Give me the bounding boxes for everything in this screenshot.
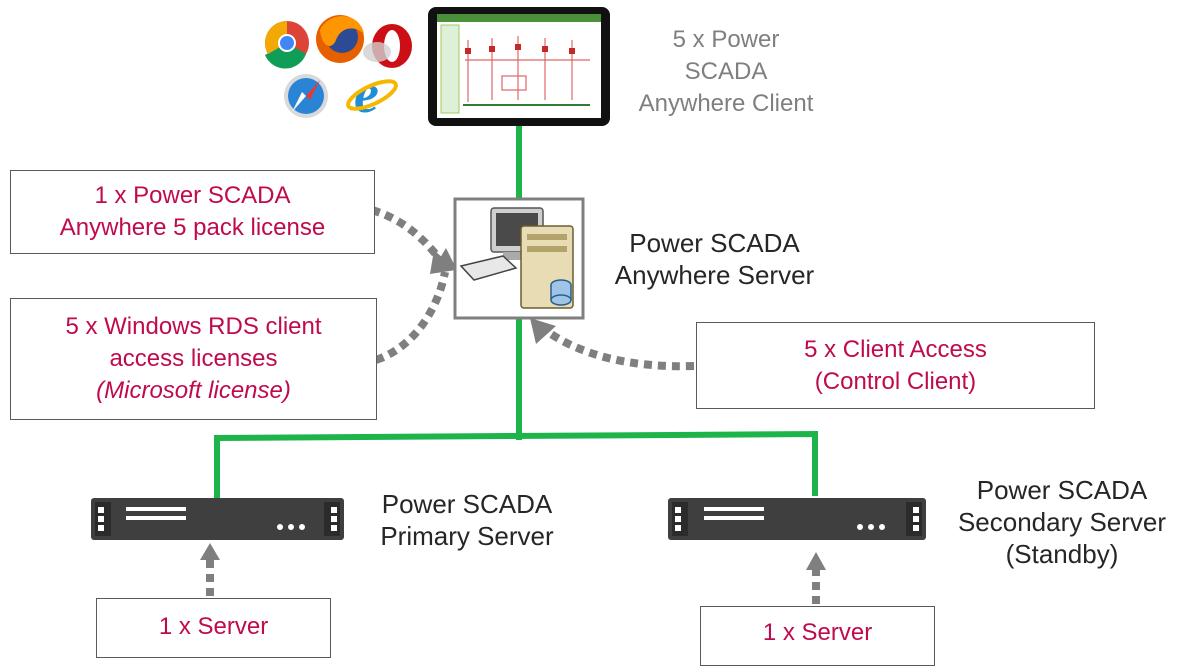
rds-license-line3: (Microsoft license): [96, 377, 291, 404]
chrome-icon: [265, 21, 309, 69]
secondary-server-license-line1: 1 x Server: [762, 619, 873, 646]
dotted-arrows: [206, 206, 820, 604]
rds-license-box: 5 x Windows RDS client access licenses (…: [10, 298, 377, 420]
secondary-server-line3: (Standby): [1005, 539, 1119, 569]
anywhere-license-line2: Anywhere 5 pack license: [59, 214, 326, 241]
rack-server-icon: [91, 498, 344, 540]
primary-server-line2: Primary Server: [380, 521, 554, 551]
secondary-server-line1: Power SCADA: [976, 475, 1148, 505]
anywhere-license-box: 1 x Power SCADA Anywhere 5 pack license: [10, 170, 375, 254]
server-bus-link: [214, 430, 818, 500]
client-access-arrow: [542, 326, 695, 371]
workstation-icon: [453, 197, 585, 320]
secondary-server-arrowhead: [806, 552, 826, 570]
tablet-icon: [428, 7, 610, 126]
secondary-server-line2: Secondary Server: [957, 507, 1167, 537]
client-access-box: 5 x Client Access (Control Client): [696, 322, 1095, 409]
primary-server-line1: Power SCADA: [381, 489, 553, 519]
secondary-server-label: Power SCADA Secondary Server (Standby): [936, 474, 1188, 570]
connection-lines: [214, 117, 818, 500]
anywhere-client-line2: SCADA: [684, 58, 768, 85]
primary-server-label: Power SCADA Primary Server: [352, 488, 582, 552]
client-access-line1: 5 x Client Access: [804, 335, 987, 363]
anywhere-server-line1: Power SCADA: [629, 228, 800, 258]
anywhere-server-label: Power SCADA Anywhere Server: [592, 227, 837, 291]
license-arrow: [370, 206, 446, 265]
firefox-icon: [316, 15, 364, 63]
secondary-server-license-box: 1 x Server: [700, 606, 935, 666]
primary-server-license-box: 1 x Server: [96, 598, 331, 658]
primary-server-license-line1: 1 x Server: [158, 613, 269, 640]
rack-server-icon: [668, 498, 926, 540]
rds-arrowhead: [434, 248, 456, 268]
anywhere-client-line3: Anywhere Client: [638, 90, 814, 117]
rds-arrow: [374, 271, 449, 364]
anywhere-license-line1: 1 x Power SCADA: [94, 182, 291, 209]
anywhere-client-label: 5 x Power SCADA Anywhere Client: [612, 24, 840, 120]
opera-icon: [363, 24, 412, 68]
anywhere-server-line2: Anywhere Server: [614, 260, 815, 290]
architecture-diagram: e: [91, 7, 926, 604]
rds-license-line2: access licenses: [109, 345, 278, 372]
safari-icon: [284, 74, 328, 118]
client-access-arrowhead: [530, 318, 556, 344]
anywhere-client-line1: 5 x Power: [672, 26, 780, 53]
client-access-line2: (Control Client): [814, 367, 977, 395]
primary-server-arrowhead: [200, 543, 220, 560]
internet-explorer-icon: e: [346, 63, 398, 125]
arrow-heads: [200, 248, 826, 570]
rds-license-line1: 5 x Windows RDS client: [65, 313, 322, 340]
